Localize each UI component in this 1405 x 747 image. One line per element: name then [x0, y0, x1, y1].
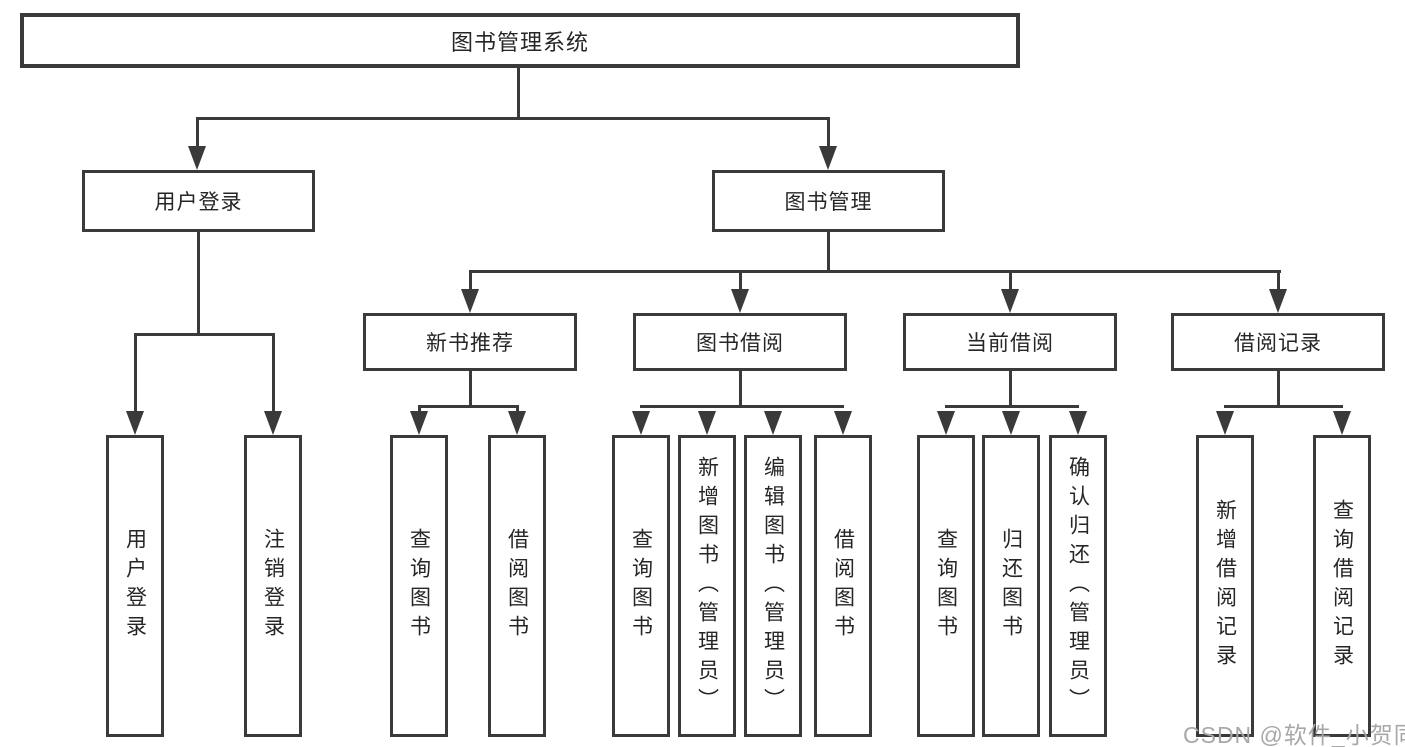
leaf-query-borrow-record-label: 查询借阅记录: [1330, 499, 1354, 673]
connector-management-branch: [469, 270, 1281, 273]
node-new-book-recommend: 新书推荐: [363, 313, 577, 371]
connector-recommend-stem: [469, 371, 472, 408]
node-borrow-records: 借阅记录: [1171, 313, 1385, 371]
arrowhead-down-icon: [1002, 411, 1020, 435]
leaf-query-books-recommend: 查询图书: [390, 435, 448, 737]
leaf-query-borrow-record: 查询借阅记录: [1313, 435, 1371, 737]
connector-login-branch: [134, 333, 275, 336]
node-new-book-recommend-label: 新书推荐: [426, 332, 514, 355]
arrowhead-down-icon: [1216, 411, 1234, 435]
arrowhead-down-icon: [834, 411, 852, 435]
arrowhead-down-icon: [819, 146, 837, 170]
leaf-edit-books-admin: 编辑图书（管理员）: [744, 435, 802, 737]
arrowhead-down-icon: [764, 411, 782, 435]
arrowhead-down-icon: [264, 411, 282, 435]
node-book-borrow-label: 图书借阅: [696, 332, 784, 355]
node-user-login: 用户登录: [82, 170, 315, 232]
leaf-logout-label: 注销登录: [261, 528, 285, 644]
leaf-add-books-admin: 新增图书（管理员）: [678, 435, 736, 737]
connector-borrow-branch: [640, 405, 844, 408]
connector-root-branch: [196, 117, 830, 120]
leaf-add-borrow-record: 新增借阅记录: [1196, 435, 1254, 737]
leaf-add-books-admin-label: 新增图书（管理员）: [695, 455, 719, 717]
root-node-library-system: 图书管理系统: [20, 13, 1020, 68]
connector-management-stem: [827, 232, 830, 273]
arrowhead-down-icon: [410, 411, 428, 435]
node-book-management-label: 图书管理: [784, 191, 873, 214]
connector-records-stem: [1277, 371, 1280, 408]
node-user-login-label: 用户登录: [154, 191, 243, 214]
leaf-borrow-books: 借阅图书: [814, 435, 872, 737]
leaf-borrow-books-label: 借阅图书: [505, 528, 529, 644]
connector-to-login-leaf-1: [134, 333, 137, 414]
connector-current-stem: [1009, 371, 1012, 408]
connector-to-user-login: [196, 117, 199, 149]
connector-to-login-leaf-2: [272, 333, 275, 414]
node-book-management: 图书管理: [712, 170, 945, 232]
arrowhead-down-icon: [1269, 289, 1287, 313]
leaf-borrow-books-label: 借阅图书: [831, 528, 855, 644]
leaf-add-borrow-record-label: 新增借阅记录: [1213, 499, 1237, 673]
root-node-label: 图书管理系统: [450, 29, 589, 55]
leaf-borrow-books-recommend: 借阅图书: [488, 435, 546, 737]
arrowhead-down-icon: [698, 411, 716, 435]
connector-to-borrow-records: [1277, 270, 1280, 292]
node-current-borrow: 当前借阅: [903, 313, 1117, 371]
leaf-return-books: 归还图书: [982, 435, 1040, 737]
leaf-query-books-label: 查询图书: [934, 528, 958, 644]
connector-leaf-stem: [516, 405, 519, 415]
arrowhead-down-icon: [188, 146, 206, 170]
connector-to-current-borrow: [1009, 270, 1012, 292]
leaf-confirm-return-admin-label: 确认归还（管理员）: [1066, 455, 1090, 717]
leaf-edit-books-admin-label: 编辑图书（管理员）: [761, 455, 785, 717]
csdn-watermark: CSDN @软件_小贺同学: [1183, 722, 1405, 747]
connector-leaf-stem: [418, 405, 421, 415]
arrowhead-down-icon: [937, 411, 955, 435]
leaf-query-books-current: 查询图书: [917, 435, 975, 737]
arrowhead-down-icon: [731, 289, 749, 313]
connector-to-book-borrow: [739, 270, 742, 292]
arrowhead-down-icon: [1333, 411, 1351, 435]
connector-records-branch: [1224, 405, 1343, 408]
connector-current-branch: [945, 405, 1079, 408]
node-book-borrow: 图书借阅: [633, 313, 847, 371]
connector-to-book-management: [827, 117, 830, 149]
leaf-logout: 注销登录: [244, 435, 302, 737]
connector-recommend-branch: [418, 405, 518, 408]
arrowhead-down-icon: [508, 411, 526, 435]
arrowhead-down-icon: [1069, 411, 1087, 435]
arrowhead-down-icon: [126, 411, 144, 435]
leaf-query-books-borrow: 查询图书: [612, 435, 670, 737]
leaf-query-books-label: 查询图书: [629, 528, 653, 644]
connector-root-stem: [517, 68, 520, 117]
node-current-borrow-label: 当前借阅: [966, 332, 1054, 355]
leaf-user-login: 用户登录: [106, 435, 164, 737]
connector-login-stem: [197, 232, 200, 336]
connector-borrow-stem: [739, 371, 742, 408]
node-borrow-records-label: 借阅记录: [1234, 332, 1322, 355]
arrowhead-down-icon: [632, 411, 650, 435]
leaf-confirm-return-admin: 确认归还（管理员）: [1049, 435, 1107, 737]
leaf-return-books-label: 归还图书: [999, 528, 1023, 644]
leaf-user-login-label: 用户登录: [123, 528, 147, 644]
arrowhead-down-icon: [461, 289, 479, 313]
leaf-query-books-label: 查询图书: [407, 528, 431, 644]
connector-to-new-books: [469, 270, 472, 292]
arrowhead-down-icon: [1001, 289, 1019, 313]
